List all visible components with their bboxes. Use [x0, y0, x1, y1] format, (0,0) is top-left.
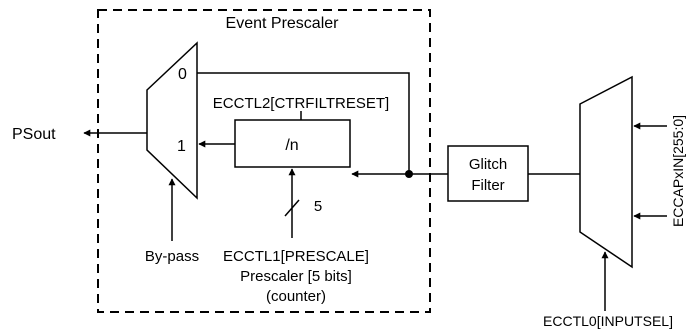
input-select-label: ECCTL0[INPUTSEL]: [543, 313, 673, 329]
divider-label: /n: [285, 137, 298, 154]
output-label: PSout: [12, 126, 56, 143]
prescaler-desc-label: Prescaler [5 bits]: [240, 268, 352, 285]
glitch-filter-block: [447, 145, 529, 202]
group-title: Event Prescaler: [226, 15, 340, 32]
input-bus-label: ECCAPxIN[255:0]: [670, 115, 686, 227]
bypass-path: [197, 72, 410, 174]
junction-dot: [405, 170, 413, 178]
glitch-filter-line1: Glitch: [469, 156, 507, 173]
prescale-reg-label: ECCTL1[PRESCALE]: [223, 248, 369, 265]
counter-note-label: (counter): [266, 288, 326, 305]
bus-width-slash: [284, 199, 300, 217]
mux-input-1-label: 1: [177, 138, 186, 155]
bypass-label: By-pass: [145, 248, 199, 265]
filter-reset-label: ECCTL2[CTRFILTRESET]: [213, 95, 389, 112]
mux-input-0-label: 0: [178, 66, 187, 83]
bus-width-label: 5: [314, 198, 322, 215]
bypass-mux: [146, 41, 198, 200]
glitch-filter-line2: Filter: [471, 177, 504, 194]
event-prescaler-box: [97, 9, 431, 313]
divider-block: [234, 119, 351, 168]
input-select-mux: [579, 75, 633, 269]
